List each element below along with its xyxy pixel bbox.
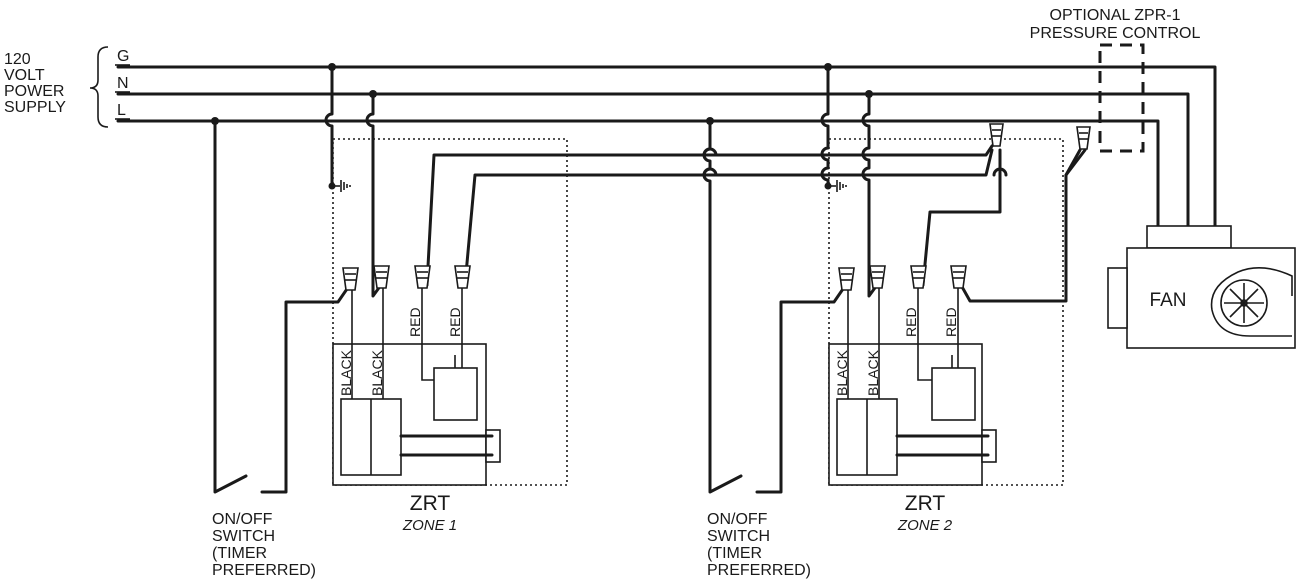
zone-1-switch-label-line-1: ON/OFF — [212, 511, 273, 528]
power-supply-brace — [89, 46, 109, 128]
zone-2-red-lead-1 — [917, 288, 932, 381]
fan-junction-box — [1146, 225, 1232, 249]
zone-1-title: ZRT — [410, 492, 451, 515]
zone-2-control-module — [931, 367, 976, 421]
zone-1-switch-label-line-2: SWITCH — [212, 528, 275, 545]
fan-collar — [1107, 267, 1128, 329]
power-supply-line-3: POWER — [4, 83, 64, 100]
zone-2-wire-label-black-1: BLACK — [834, 349, 850, 396]
pressure-control-label-line-1: OPTIONAL ZPR-1 — [1050, 7, 1181, 24]
zone-1-switch-label: ON/OFF SWITCH (TIMER PREFERRED) — [212, 511, 316, 579]
power-supply-label: 120 VOLT POWER SUPPLY — [4, 51, 66, 116]
zone-1-neutral-wire — [365, 92, 383, 298]
zone-2-wire-nut-4 — [950, 265, 967, 289]
ground-line-label: G — [117, 48, 129, 65]
zone-1-control-wire-1 — [463, 148, 994, 287]
zone-2-wire-label-red-2: RED — [943, 307, 959, 337]
zone-2-switch-label-line-3: (TIMER — [707, 545, 762, 562]
zone-2-switch-label-line-1: ON/OFF — [707, 511, 768, 528]
zone-1-wire-nut-4 — [454, 265, 471, 289]
power-supply-line-1: 120 — [4, 51, 31, 68]
zone-2-wire-nut-2 — [869, 265, 886, 289]
line-line-label: L — [117, 102, 126, 119]
fan-relay-wire-nut-2 — [1076, 126, 1091, 150]
pressure-control-label: OPTIONAL ZPR-1 PRESSURE CONTROL — [1030, 7, 1201, 42]
zone-1-ground-wire — [324, 65, 334, 188]
zone-1: ON/OFF SWITCH (TIMER PREFERRED) — [212, 65, 994, 579]
zone-2-control-wire-1 — [921, 148, 1002, 287]
zone-2-wire-label-black-2: BLACK — [865, 349, 881, 396]
fan-label: FAN — [1150, 290, 1187, 311]
zone-1-switch-label-line-4: PREFERRED) — [212, 562, 316, 579]
zone-2-switch-feed-wire — [702, 119, 743, 494]
zone-2-wire-label-red-1: RED — [903, 307, 919, 337]
fan-wheel-icon — [1210, 267, 1293, 337]
zone-2-wire-nut-1 — [838, 267, 855, 291]
zone-1-wire-label-black-2: BLACK — [369, 349, 385, 396]
fan-relay-wire-nut-1 — [989, 123, 1004, 147]
zone-2-control-wire-3 — [1064, 148, 1087, 177]
zone-1-control-wire-2 — [425, 144, 994, 287]
zone-1-wire-nut-2 — [373, 265, 390, 289]
zone-1-red-lead-1 — [421, 288, 434, 381]
zone-1-subtitle: ZONE 1 — [402, 517, 457, 534]
zone-1-switch-feed-wire — [213, 119, 248, 494]
neutral-line-label: N — [117, 75, 129, 92]
pressure-control-label-line-2: PRESSURE CONTROL — [1030, 25, 1201, 42]
power-supply-line-2: VOLT — [4, 67, 45, 84]
ground-bus-wire — [116, 65, 1217, 228]
power-supply-line-4: SUPPLY — [4, 99, 66, 116]
zone-1-wire-nut-1 — [342, 267, 359, 291]
zone-2-ground-icon — [828, 180, 847, 192]
line-bus-wire — [116, 119, 1160, 228]
zone-2: ON/OFF SWITCH (TIMER PREFERRED) — [702, 65, 1091, 579]
zone-2-switch-label-line-4: PREFERRED) — [707, 562, 811, 579]
zone-2-switch-label: ON/OFF SWITCH (TIMER PREFERRED) — [707, 511, 811, 579]
zone-2-neutral-wire — [861, 92, 879, 298]
zone-1-switch-load-wire — [260, 284, 351, 494]
zone-1-ground-icon — [332, 180, 351, 192]
pressure-control-outline — [1098, 43, 1145, 153]
zone-2-wire-nut-3 — [910, 265, 927, 289]
zone-2-control-wire-2 — [959, 148, 1082, 303]
zone-2-switch-label-line-2: SWITCH — [707, 528, 770, 545]
zone-2-switch-load-wire — [755, 284, 847, 494]
fan-unit: FAN — [1107, 225, 1296, 349]
zone-2-ground-wire — [820, 65, 830, 188]
neutral-bus-wire — [116, 92, 1190, 228]
zone-1-wire-label-black-1: BLACK — [338, 349, 354, 396]
zone-1-wire-label-red-1: RED — [407, 307, 423, 337]
zone-1-switch-label-line-3: (TIMER — [212, 545, 267, 562]
zone-2-title: ZRT — [905, 492, 946, 515]
zone-1-control-module — [433, 367, 478, 421]
zone-2-subtitle: ZONE 2 — [897, 517, 953, 534]
zone-1-wire-label-red-2: RED — [447, 307, 463, 337]
zone-1-wire-nut-3 — [414, 265, 431, 289]
